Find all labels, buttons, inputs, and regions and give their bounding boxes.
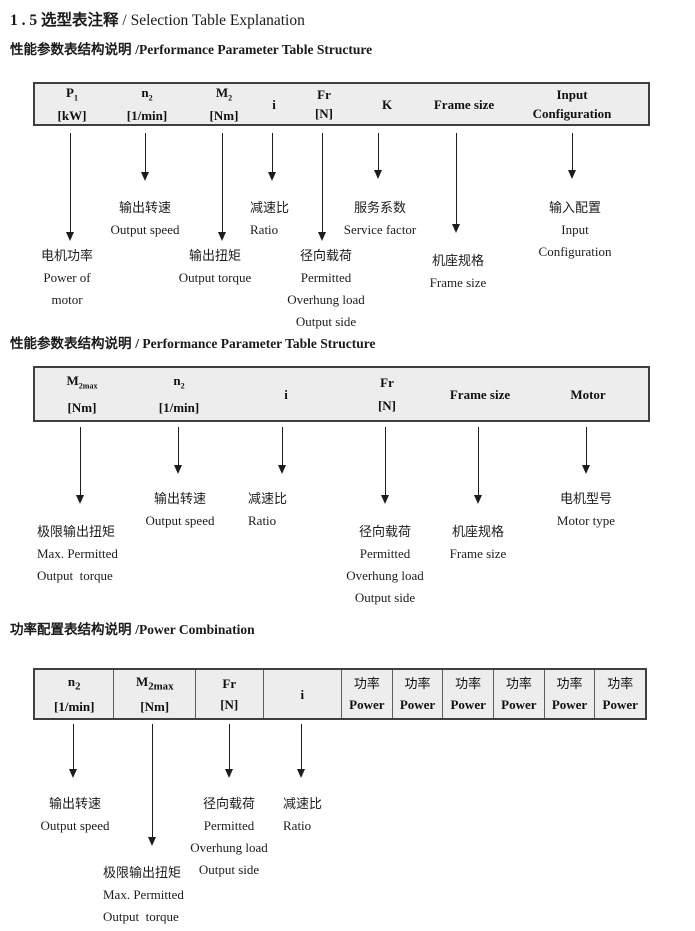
column-header: i xyxy=(264,670,342,718)
section2-heading: 性能参数表结构说明 / Performance Parameter Table … xyxy=(10,336,376,351)
down-arrow-icon xyxy=(474,427,483,504)
column-header: Fr[N] xyxy=(196,670,264,718)
down-arrow-icon xyxy=(141,133,150,181)
column-header: n2[1/min] xyxy=(35,670,115,718)
down-arrow-icon xyxy=(268,133,277,181)
down-arrow-icon xyxy=(278,427,287,474)
column-header: M2max[Nm] xyxy=(114,670,196,718)
down-arrow-icon xyxy=(381,427,390,504)
section1-heading: 性能参数表结构说明 /Performance Parameter Table S… xyxy=(10,42,373,57)
down-arrow-icon xyxy=(225,724,234,778)
column-header: M2[Nm] xyxy=(209,85,239,123)
column-header: n2[1/min] xyxy=(158,373,200,415)
section-number: 1 . 5 xyxy=(10,12,41,29)
performance-table-1: P1[kW] n2[1/min] M2[Nm] i Fr[N] K Frame … xyxy=(33,82,650,126)
column-header: i xyxy=(284,386,288,402)
column-header: Motor xyxy=(570,386,606,402)
down-arrow-icon xyxy=(174,427,183,474)
down-arrow-icon xyxy=(452,133,461,233)
down-arrow-icon xyxy=(582,427,591,474)
down-arrow-icon xyxy=(568,133,577,179)
down-arrow-icon xyxy=(66,133,75,241)
column-header: n2[1/min] xyxy=(126,85,168,123)
page-title-zh: 选型表注释 xyxy=(41,12,119,29)
down-arrow-icon xyxy=(297,724,306,778)
column-header: K xyxy=(381,96,393,112)
column-header: Frame size xyxy=(449,386,511,402)
column-header: Fr[N] xyxy=(314,87,334,121)
column-header: Frame size xyxy=(433,96,495,112)
column-header: P1[kW] xyxy=(57,85,87,123)
page-title: 1 . 5 选型表注释 / Selection Table Explanatio… xyxy=(10,8,305,30)
down-arrow-icon xyxy=(374,133,383,179)
column-header: i xyxy=(272,96,276,112)
down-arrow-icon xyxy=(218,133,227,241)
down-arrow-icon xyxy=(76,427,85,504)
down-arrow-icon xyxy=(69,724,78,778)
section3-heading: 功率配置表结构说明 /Power Combination xyxy=(10,622,255,637)
column-header: M2max[Nm] xyxy=(66,373,98,415)
down-arrow-icon xyxy=(148,724,157,846)
page-title-en: / Selection Table Explanation xyxy=(118,12,305,29)
performance-table-2: M2max[Nm] n2[1/min] i Fr[N] Frame size M… xyxy=(33,366,650,422)
down-arrow-icon xyxy=(318,133,327,241)
column-header: Fr[N] xyxy=(377,375,397,413)
